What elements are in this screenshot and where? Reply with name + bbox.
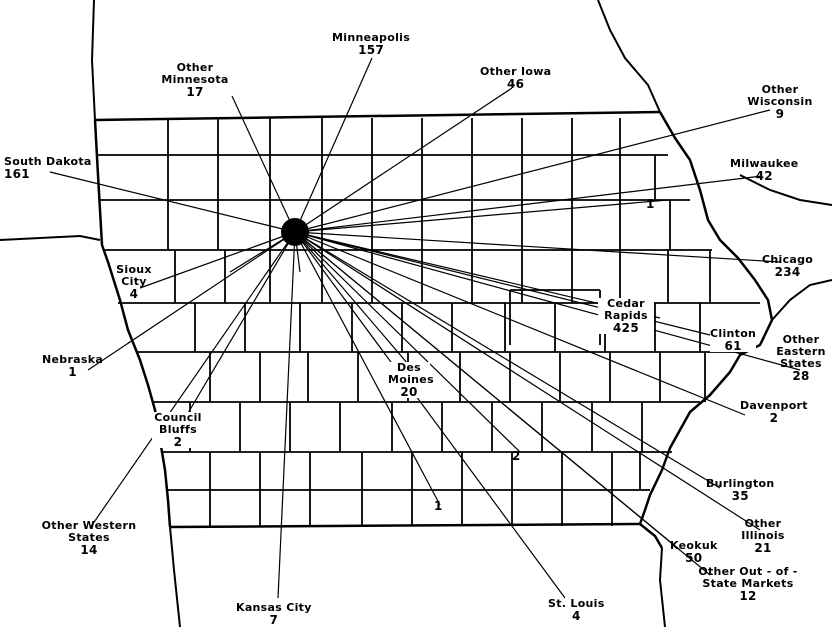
flow-line [294,231,761,531]
flow-line [294,231,711,576]
flow-line [294,57,373,233]
flow-line [231,95,296,233]
flow-line [294,231,781,263]
flow-line [294,231,521,453]
flow-lines [49,57,801,599]
flow-line [49,171,296,233]
flow-line [87,231,296,371]
flow-line [294,231,441,506]
origin-dot [281,218,309,246]
flow-line [139,231,296,289]
flow-line [294,199,669,233]
flow-line [277,231,296,599]
flow-line [294,109,771,233]
flow-line [89,231,296,529]
label-count-south-central: 1 [434,499,443,513]
label-count-ottumwa: 2 [512,449,521,463]
iowa-state-outline [93,110,774,549]
flow-line [294,175,763,233]
flow-line [177,231,296,431]
flow-line [294,231,731,341]
county-grid [98,118,760,526]
flow-line [294,231,566,599]
flow-line [294,87,513,233]
flow-line [294,231,746,416]
label-count-waterloo: 1 [646,197,655,211]
flow-line [294,231,421,379]
flow-line [294,231,721,489]
